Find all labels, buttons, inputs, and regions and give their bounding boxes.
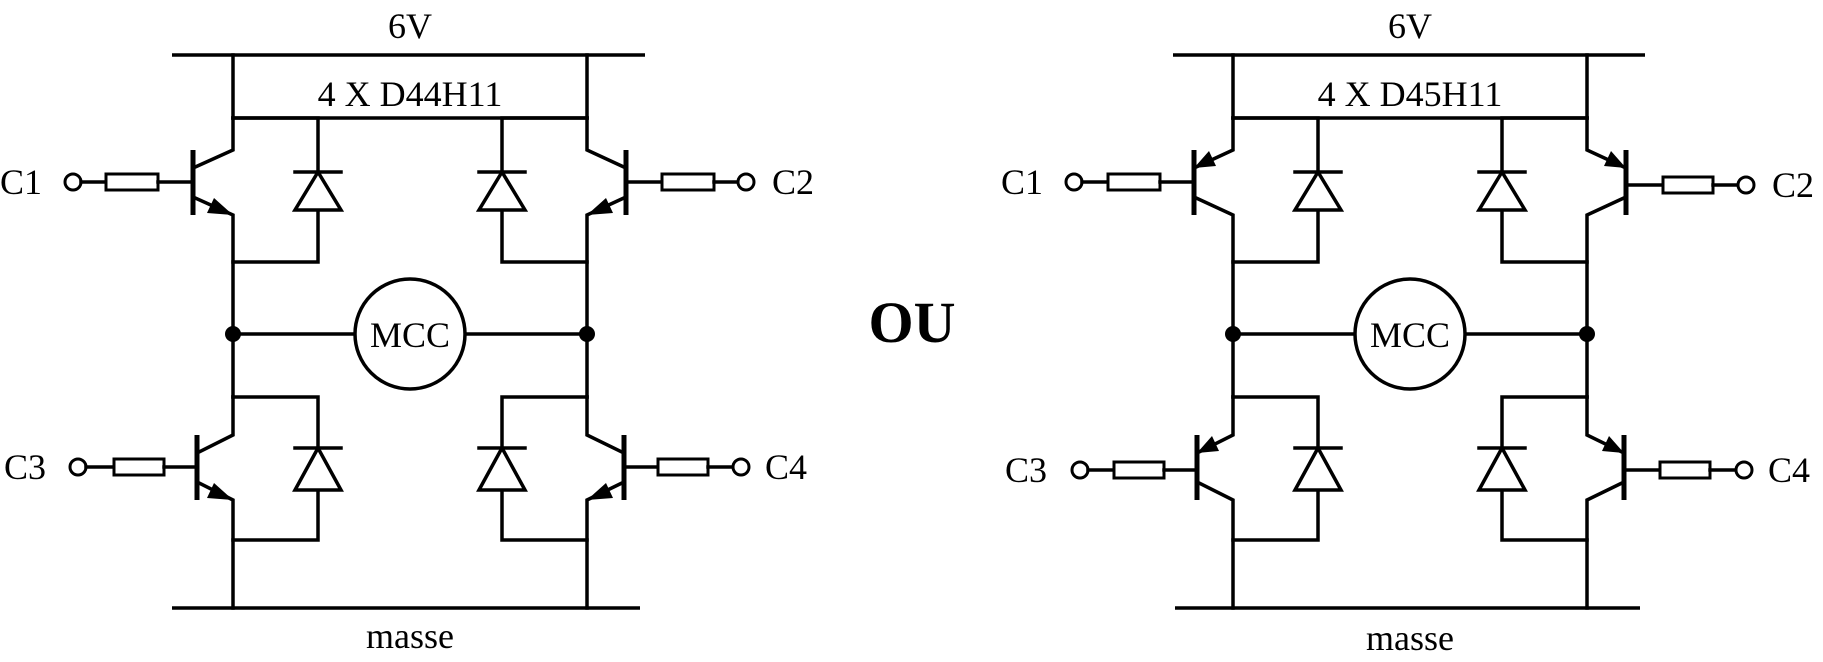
wire <box>1231 488 1320 542</box>
terminal-c2 <box>736 172 756 192</box>
supply-label: 6V <box>388 6 432 46</box>
resistor <box>104 172 160 192</box>
resistor <box>656 457 710 477</box>
wire <box>1231 116 1320 174</box>
transistor-q2-emitter <box>585 194 629 332</box>
transistor-label: 4 X D44H11 <box>318 74 503 114</box>
input-label-c3: C3 <box>1005 450 1047 490</box>
terminal-c1 <box>63 172 83 192</box>
diode-d1 <box>1291 168 1345 212</box>
resistor <box>1658 460 1712 480</box>
motor-mcc <box>353 277 467 391</box>
wire <box>500 488 589 542</box>
transistor-q2-collector <box>585 116 629 171</box>
emitter-arrow <box>1604 151 1626 168</box>
transistor-q4-collector <box>585 395 627 456</box>
transistor-q1-emitter <box>190 194 235 332</box>
input-label-c2: C2 <box>1772 165 1814 205</box>
resistor <box>1112 460 1166 480</box>
terminal-c2 <box>1736 175 1756 195</box>
input-label-c1: C1 <box>0 162 42 202</box>
ground-label: masse <box>366 616 454 656</box>
wire <box>231 488 320 542</box>
emitter-arrow <box>1197 436 1219 453</box>
resistor <box>660 172 716 192</box>
wire <box>1500 395 1589 450</box>
diode-d4 <box>476 444 528 492</box>
wire <box>231 395 320 450</box>
wire <box>1500 116 1589 174</box>
emitter-arrow <box>587 198 613 215</box>
terminal-c4 <box>1734 460 1754 480</box>
emitter-arrow <box>207 198 233 215</box>
h-bridge-npn: 6V 4 X D44H11 MCC masse C1 C2 C3 C4 <box>0 6 814 656</box>
wire <box>1231 208 1320 264</box>
transistor-q4-collector <box>1585 479 1627 610</box>
input-label-c4: C4 <box>765 447 807 487</box>
input-label-c4: C4 <box>1768 450 1810 490</box>
supply-label: 6V <box>1388 6 1432 46</box>
wire <box>500 116 589 174</box>
terminal-c3 <box>1070 460 1090 480</box>
ground-label: masse <box>1366 618 1454 658</box>
input-label-c1: C1 <box>1001 162 1043 202</box>
transistor-q3-collector <box>194 395 235 456</box>
terminal-c1 <box>1064 172 1084 192</box>
wire <box>1500 488 1589 542</box>
diode-d4 <box>1476 444 1528 492</box>
motor-label: MCC <box>1370 315 1450 355</box>
transistor-label: 4 X D45H11 <box>1318 74 1503 114</box>
terminal-c3 <box>68 457 88 477</box>
emitter-arrow <box>207 483 233 500</box>
motor-label: MCC <box>370 315 450 355</box>
input-label-c3: C3 <box>4 447 46 487</box>
separator-label: OU <box>869 290 956 355</box>
h-bridge-pnp: 6V 4 X D45H11 MCC masse C1 C2 C3 C4 <box>1001 6 1814 658</box>
terminal-c4 <box>731 457 751 477</box>
transistor-q3-collector <box>1194 479 1235 610</box>
input-label-c2: C2 <box>772 162 814 202</box>
emitter-arrow <box>587 483 613 500</box>
transistor-q4-emitter <box>585 479 627 610</box>
motor-mcc <box>1353 277 1467 391</box>
wire <box>231 116 320 174</box>
transistor-q1-emitter <box>1191 116 1235 171</box>
emitter-arrow <box>1602 436 1624 453</box>
transistor-q1-collector <box>1191 194 1235 332</box>
diode-d2 <box>1475 168 1529 212</box>
transistor-q2-emitter <box>1585 116 1629 171</box>
transistor-q3-emitter <box>194 479 235 610</box>
wire <box>1231 395 1320 450</box>
resistor <box>1661 175 1715 195</box>
wire <box>1500 208 1589 264</box>
transistor-q1-collector <box>190 116 235 171</box>
wire <box>500 208 589 264</box>
diode-d3 <box>1292 444 1344 492</box>
diode-d1 <box>291 168 345 212</box>
emitter-arrow <box>1194 151 1216 168</box>
resistor <box>112 457 166 477</box>
resistor <box>1106 172 1162 192</box>
wire <box>231 208 320 264</box>
diode-d3 <box>292 444 344 492</box>
wire <box>500 395 589 450</box>
transistor-q2-collector <box>1585 194 1629 332</box>
diode-d2 <box>475 168 529 212</box>
